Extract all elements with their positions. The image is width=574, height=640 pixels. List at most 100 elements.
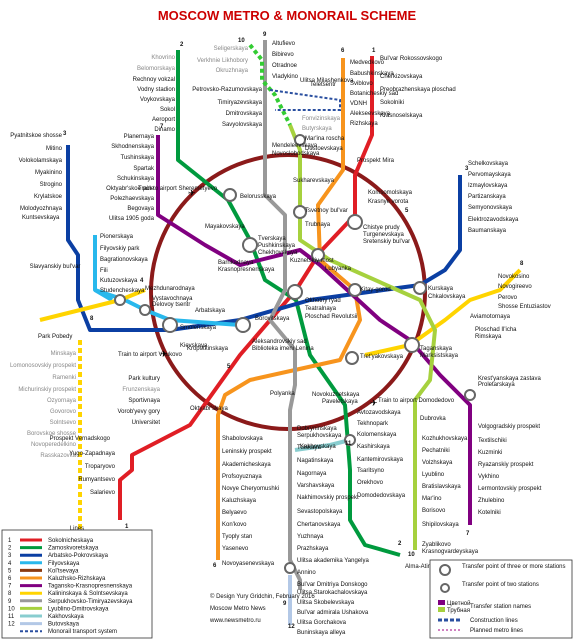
svg-text:Sokol: Sokol bbox=[160, 107, 175, 113]
svg-text:Otradnoe: Otradnoe bbox=[272, 63, 298, 69]
legend-transfer-2-icon bbox=[440, 583, 450, 593]
svg-text:Komsomolskaya: Komsomolskaya bbox=[368, 190, 413, 196]
svg-text:Studencheskaya: Studencheskaya bbox=[100, 288, 145, 294]
legend-line-number: 4 bbox=[8, 561, 12, 567]
svg-text:Krylatskoe: Krylatskoe bbox=[34, 194, 63, 200]
transfer-taganskaya[interactable] bbox=[404, 337, 420, 353]
svg-text:3: 3 bbox=[465, 166, 469, 172]
legend-line-number: 3 bbox=[8, 553, 12, 559]
svg-text:Zyablikovo: Zyablikovo bbox=[422, 542, 451, 548]
svg-text:Polyanka: Polyanka bbox=[270, 391, 295, 397]
monorail-line bbox=[269, 89, 341, 111]
line-numbers: 2 10 9 6 1 3 7 4 8 5 3 8 5 11 10 2 6 7 9… bbox=[63, 32, 524, 630]
legend-line-number: 8 bbox=[8, 591, 12, 597]
line-3 bbox=[66, 145, 462, 332]
svg-text:Strogino: Strogino bbox=[40, 182, 63, 188]
transfer-points bbox=[114, 134, 476, 574]
labels-line-4: Pionerskaya Filyovskiy park Bagrationovs… bbox=[100, 234, 307, 345]
svg-text:Chertanovskaya: Chertanovskaya bbox=[297, 522, 341, 528]
svg-text:Proletarskaya: Proletarskaya bbox=[478, 382, 515, 388]
svg-text:8: 8 bbox=[90, 316, 94, 322]
svg-text:Krasnoselskaya: Krasnoselskaya bbox=[380, 113, 423, 119]
svg-text:Novoyasenevskaya: Novoyasenevskaya bbox=[222, 561, 275, 567]
svg-text:Dmitrovskaya: Dmitrovskaya bbox=[226, 111, 263, 117]
transfer-maryina-roscha[interactable] bbox=[294, 134, 306, 146]
transfer-krestyanskaya[interactable] bbox=[464, 389, 476, 401]
transfer-kurskaya[interactable] bbox=[413, 281, 427, 295]
airplane-icon: ✈ bbox=[370, 398, 378, 408]
svg-text:Dubrovka: Dubrovka bbox=[420, 416, 446, 422]
svg-text:Volokolamskaya: Volokolamskaya bbox=[19, 158, 63, 164]
svg-text:Minskaya: Minskaya bbox=[51, 351, 77, 357]
svg-text:Myakinino: Myakinino bbox=[35, 170, 63, 176]
transfer-okhotny-ryad[interactable] bbox=[287, 284, 303, 300]
svg-text:Ryazanskiy prospekt: Ryazanskiy prospekt bbox=[478, 462, 534, 468]
svg-text:4: 4 bbox=[140, 278, 144, 284]
labels-line-9-north: Altufievo Bibirevo Otradnoe Vladykino bbox=[272, 41, 299, 80]
svg-text:Kaluzhskaya: Kaluzhskaya bbox=[222, 498, 257, 504]
transfer-tsvetnoy[interactable] bbox=[293, 205, 307, 219]
legend-line-number: 12 bbox=[8, 622, 15, 628]
svg-text:Savyolovskaya: Savyolovskaya bbox=[222, 122, 263, 128]
line-2 bbox=[176, 50, 401, 557]
label-teatralnaya: Teatralnaya bbox=[305, 306, 337, 312]
svg-text:12: 12 bbox=[288, 624, 295, 630]
svg-text:Ploschad Il'icha: Ploschad Il'icha bbox=[475, 327, 517, 333]
svg-text:Oktyabr'skoe pole: Oktyabr'skoe pole bbox=[106, 186, 154, 192]
transfer-tretyakovskaya[interactable] bbox=[345, 351, 359, 365]
transfer-belorusskaya[interactable] bbox=[223, 188, 237, 202]
transfer-kievskaya[interactable] bbox=[162, 317, 178, 333]
transfer-kashirskaya[interactable] bbox=[344, 434, 356, 446]
svg-text:5: 5 bbox=[405, 208, 409, 214]
legend-name-icon bbox=[438, 600, 445, 605]
labels-line-6-south: Tret'yakovskaya Kitay-gorod Shabolovskay… bbox=[222, 287, 404, 567]
svg-text:Butyrskaya: Butyrskaya bbox=[302, 126, 332, 132]
labels-line-9-south: Borovitskaya Polyanka Dobryninskaya Serp… bbox=[255, 316, 369, 588]
svg-text:Khovrino: Khovrino bbox=[151, 55, 175, 61]
label-belorusskaya: Belorusskaya bbox=[240, 194, 277, 200]
transfer-vystavochnaya[interactable] bbox=[139, 304, 151, 316]
transfer-chistye-prudy[interactable] bbox=[347, 214, 363, 230]
label-kuntsevskaya: Kuntsevskaya bbox=[22, 215, 60, 221]
svg-text:9: 9 bbox=[283, 601, 287, 607]
legend-line-name: Butovskaya bbox=[48, 622, 80, 628]
svg-text:Цветной: Цветной bbox=[447, 600, 470, 607]
svg-text:Krasnye vorota: Krasnye vorota bbox=[368, 199, 409, 205]
svg-text:Sportivnaya: Sportivnaya bbox=[128, 398, 160, 404]
svg-text:Taganskaya: Taganskaya bbox=[420, 346, 453, 352]
svg-text:Avtozavodskaya: Avtozavodskaya bbox=[357, 410, 401, 416]
svg-text:Mezhdunarodnaya: Mezhdunarodnaya bbox=[145, 286, 195, 292]
transfer-biblioteka[interactable] bbox=[235, 317, 251, 333]
transfer-kutuzovskaya[interactable] bbox=[114, 294, 126, 306]
svg-text:Krest'yanskaya zastava: Krest'yanskaya zastava bbox=[478, 376, 542, 382]
svg-text:Bul'var Dmitriya Donskogo: Bul'var Dmitriya Donskogo bbox=[297, 582, 368, 588]
svg-text:Kropotkinskaya: Kropotkinskaya bbox=[187, 346, 229, 352]
svg-text:Kashirskaya: Kashirskaya bbox=[357, 444, 390, 450]
legend-line-name: Monorail transport system bbox=[48, 629, 117, 635]
transfer-bulvar-dmitriya-donskogo[interactable] bbox=[284, 562, 296, 574]
svg-text:Alekseevskaya: Alekseevskaya bbox=[350, 111, 391, 117]
labels-line-3-west: Pyatnitskoe shosse Mitino Volokolamskaya… bbox=[10, 133, 62, 212]
transfer-kitay-gorod[interactable] bbox=[348, 283, 362, 297]
legend-line-name: Lyublino-Dmitrovskaya bbox=[48, 606, 109, 612]
svg-text:Ozyornaya: Ozyornaya bbox=[47, 398, 77, 404]
svg-text:Pervomayskaya: Pervomayskaya bbox=[468, 172, 511, 178]
svg-text:Construction lines: Construction lines bbox=[470, 618, 518, 624]
svg-text:Polezhaevskaya: Polezhaevskaya bbox=[110, 196, 154, 202]
labels-line-7-north: Planernaya Skhodnenskaya Tushinskaya Spa… bbox=[106, 134, 155, 222]
label-kuznetskiy-most: Kuznetskiy most bbox=[290, 258, 334, 264]
svg-text:Belyaevo: Belyaevo bbox=[222, 510, 247, 516]
svg-text:1: 1 bbox=[125, 524, 129, 530]
label-pushkinskaya: Pushkinskaya bbox=[258, 243, 296, 249]
svg-text:Shipilovskaya: Shipilovskaya bbox=[422, 522, 459, 528]
svg-text:Dostoevskaya: Dostoevskaya bbox=[305, 146, 343, 152]
transfer-lubyanka[interactable] bbox=[311, 248, 325, 262]
svg-text:Pionerskaya: Pionerskaya bbox=[100, 234, 134, 240]
label-novoslobodskaya: Novoslobodskaya bbox=[272, 151, 320, 157]
svg-text:Begovaya: Begovaya bbox=[127, 206, 154, 212]
line-10-construction bbox=[248, 43, 292, 126]
svg-text:11: 11 bbox=[345, 441, 352, 447]
svg-text:Verkhnie Likhobory: Verkhnie Likhobory bbox=[197, 58, 248, 64]
svg-text:Teletsentr: Teletsentr bbox=[310, 82, 336, 88]
transfer-pushkinskaya[interactable] bbox=[242, 237, 258, 253]
